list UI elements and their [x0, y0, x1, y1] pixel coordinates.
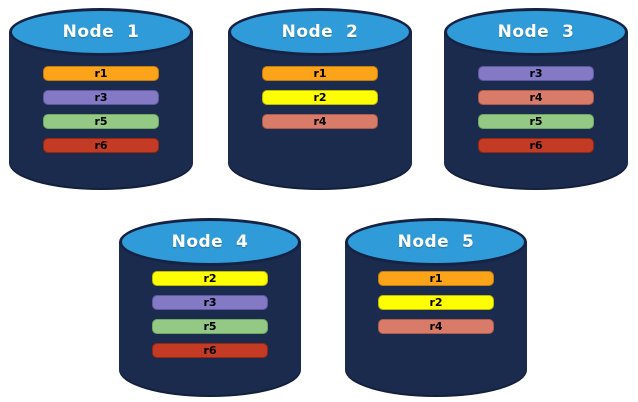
replica-bar-list: r1 r3 r5 r6	[9, 66, 193, 153]
replica-bar-list: r3 r4 r5 r6	[444, 66, 628, 153]
node-3-cylinder: Node 3 r3 r4 r5 r6	[444, 8, 628, 190]
cylinder-body	[228, 32, 412, 190]
replica-bar-r2: r2	[378, 295, 494, 310]
replica-bar-r3: r3	[478, 66, 594, 81]
node-1-cylinder: Node 1 r1 r3 r5 r6	[9, 8, 193, 190]
replica-bar-r1: r1	[378, 271, 494, 286]
cylinder-top-ellipse: Node 3	[444, 8, 628, 56]
replica-bar-r4: r4	[378, 319, 494, 334]
replica-bar-r4: r4	[478, 90, 594, 105]
node-2-cylinder: Node 2 r1 r2 r4	[228, 8, 412, 190]
replica-bar-r5: r5	[152, 319, 268, 334]
replica-bar-list: r1 r2 r4	[345, 271, 527, 334]
replica-bar-r2: r2	[152, 271, 268, 286]
node-label: Node 5	[397, 232, 475, 252]
replica-bar-r1: r1	[43, 66, 159, 81]
replica-bar-r2: r2	[262, 90, 378, 105]
replica-bar-list: r1 r2 r4	[228, 66, 412, 129]
node-5-cylinder: Node 5 r1 r2 r4	[345, 218, 527, 397]
cylinder-top-ellipse: Node 1	[9, 8, 193, 56]
cylinder-body	[9, 32, 193, 190]
replica-bar-r5: r5	[478, 114, 594, 129]
replica-bar-r3: r3	[152, 295, 268, 310]
replica-bar-list: r2 r3 r5 r6	[119, 271, 301, 358]
replica-bar-r3: r3	[43, 90, 159, 105]
replica-bar-r6: r6	[152, 343, 268, 358]
cylinder-top-ellipse: Node 5	[345, 218, 527, 266]
replica-bar-r6: r6	[43, 138, 159, 153]
node-label: Node 3	[497, 22, 575, 42]
cylinder-top-ellipse: Node 4	[119, 218, 301, 266]
replica-bar-r4: r4	[262, 114, 378, 129]
cylinder-top-ellipse: Node 2	[228, 8, 412, 56]
replica-bar-r5: r5	[43, 114, 159, 129]
node-4-cylinder: Node 4 r2 r3 r5 r6	[119, 218, 301, 397]
node-label: Node 2	[281, 22, 359, 42]
replica-bar-r1: r1	[262, 66, 378, 81]
cylinder-body	[444, 32, 628, 190]
replica-bar-r6: r6	[478, 138, 594, 153]
node-label: Node 1	[62, 22, 140, 42]
node-label: Node 4	[171, 232, 249, 252]
